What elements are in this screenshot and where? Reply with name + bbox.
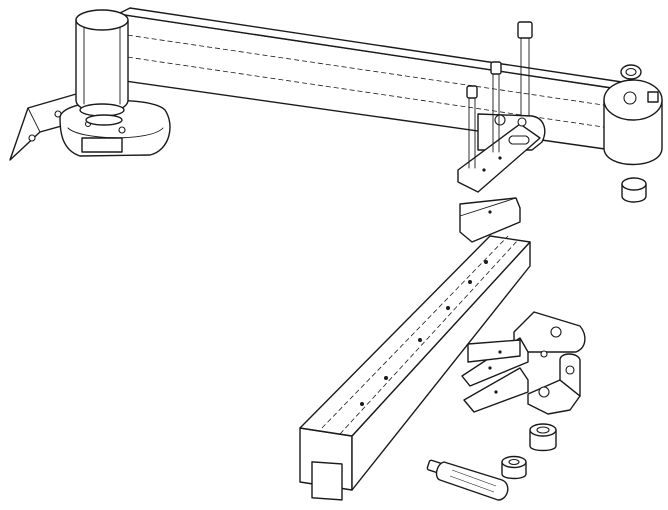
tube-end-cap <box>603 64 663 166</box>
bolts <box>466 21 533 169</box>
clamp-post <box>75 9 129 126</box>
handle-knob <box>426 459 509 501</box>
cap-nut <box>621 177 647 203</box>
lower-plates <box>461 311 586 413</box>
top-plates <box>457 113 546 243</box>
angle-bracket <box>527 353 581 415</box>
vertical-arm-tube <box>299 235 531 501</box>
nuts <box>501 423 557 480</box>
main-arm-tube <box>117 7 623 151</box>
